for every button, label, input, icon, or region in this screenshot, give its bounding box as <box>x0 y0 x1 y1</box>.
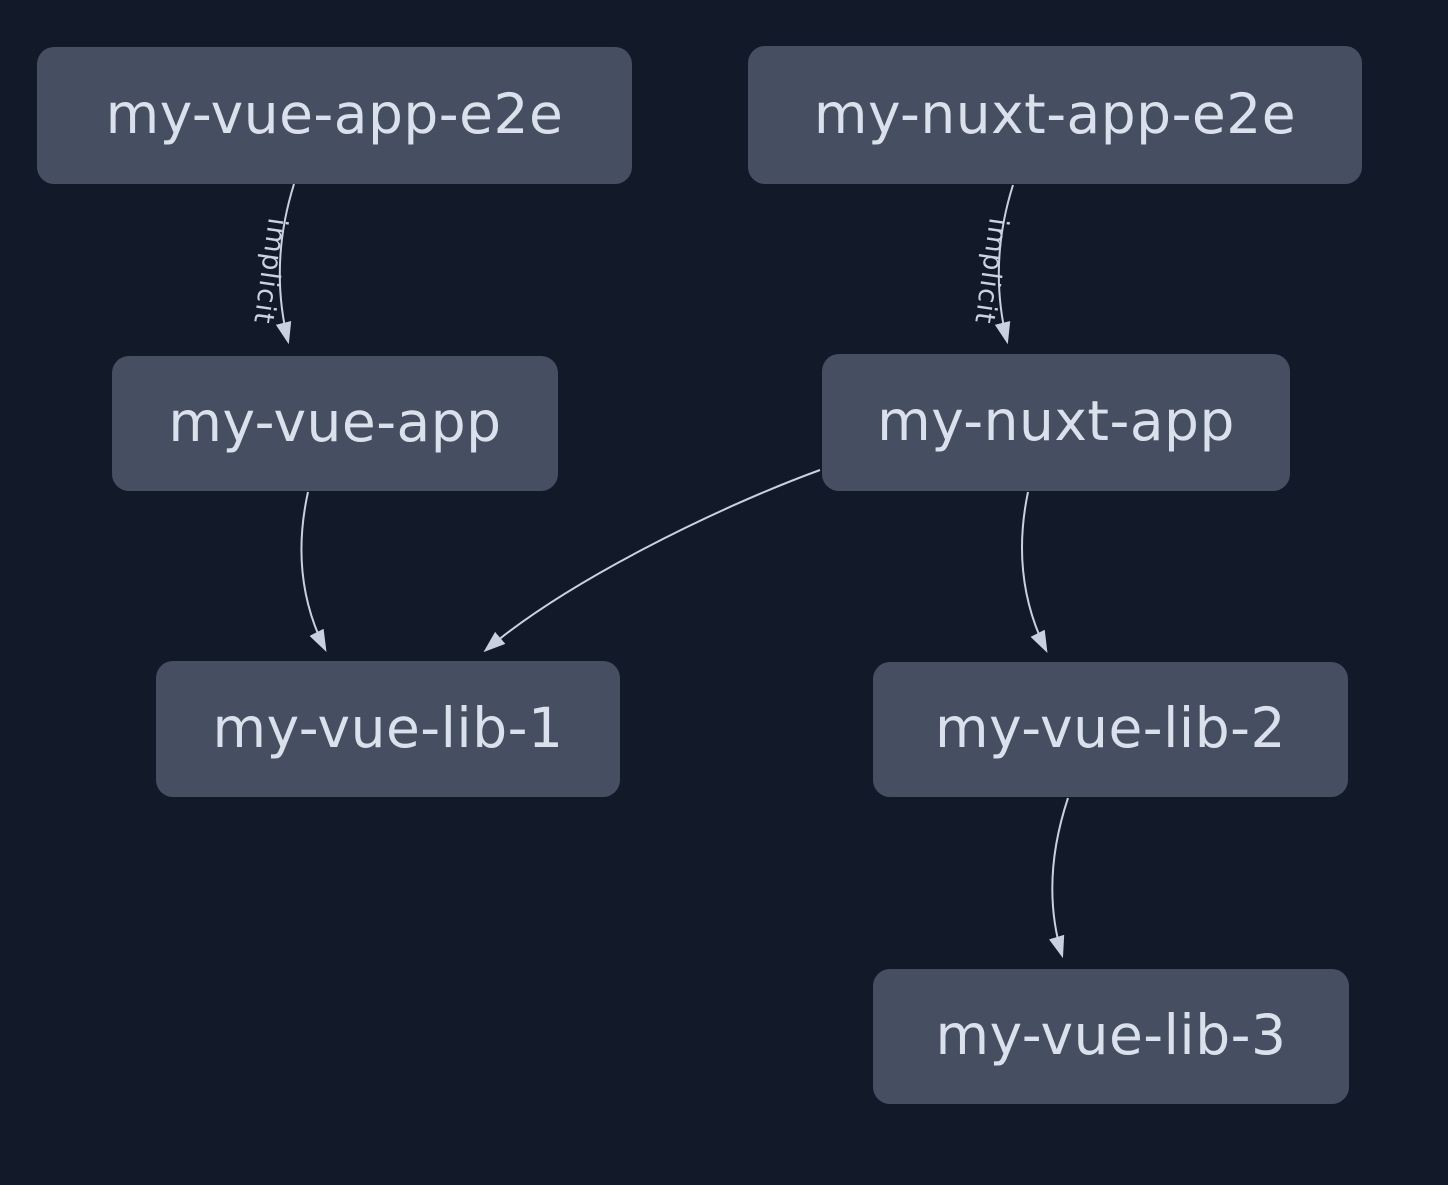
node-label: my-vue-lib-1 <box>212 695 564 760</box>
edge-my-nuxt-app-to-my-vue-lib-1 <box>483 469 821 653</box>
node-my-vue-lib-1[interactable]: my-vue-lib-1 <box>156 661 620 797</box>
edge-label: implicit <box>247 216 293 326</box>
edge-my-vue-app-e2e-to-my-vue-app <box>275 183 295 345</box>
node-my-vue-app-e2e[interactable]: my-vue-app-e2e <box>37 47 632 184</box>
edge-my-vue-lib-2-to-my-vue-lib-3 <box>1049 797 1069 959</box>
node-label: my-vue-app-e2e <box>105 82 564 146</box>
edge-my-nuxt-app-e2e-to-my-nuxt-app <box>994 184 1014 345</box>
edge-label: implicit <box>968 216 1014 326</box>
node-label: my-vue-lib-3 <box>935 1003 1287 1067</box>
node-my-vue-lib-2[interactable]: my-vue-lib-2 <box>873 662 1348 797</box>
node-label: my-vue-app <box>168 390 502 454</box>
edge-my-nuxt-app-to-my-vue-lib-2 <box>1021 491 1048 653</box>
node-my-nuxt-app[interactable]: my-nuxt-app <box>822 354 1290 491</box>
node-label: my-nuxt-app <box>877 389 1235 453</box>
node-my-vue-app[interactable]: my-vue-app <box>112 356 558 491</box>
node-label: my-nuxt-app-e2e <box>813 81 1297 146</box>
node-label: my-vue-lib-2 <box>935 696 1286 760</box>
node-my-vue-lib-3[interactable]: my-vue-lib-3 <box>873 969 1349 1104</box>
edge-my-vue-app-to-my-vue-lib-1 <box>300 491 327 652</box>
node-my-nuxt-app-e2e[interactable]: my-nuxt-app-e2e <box>748 46 1362 184</box>
